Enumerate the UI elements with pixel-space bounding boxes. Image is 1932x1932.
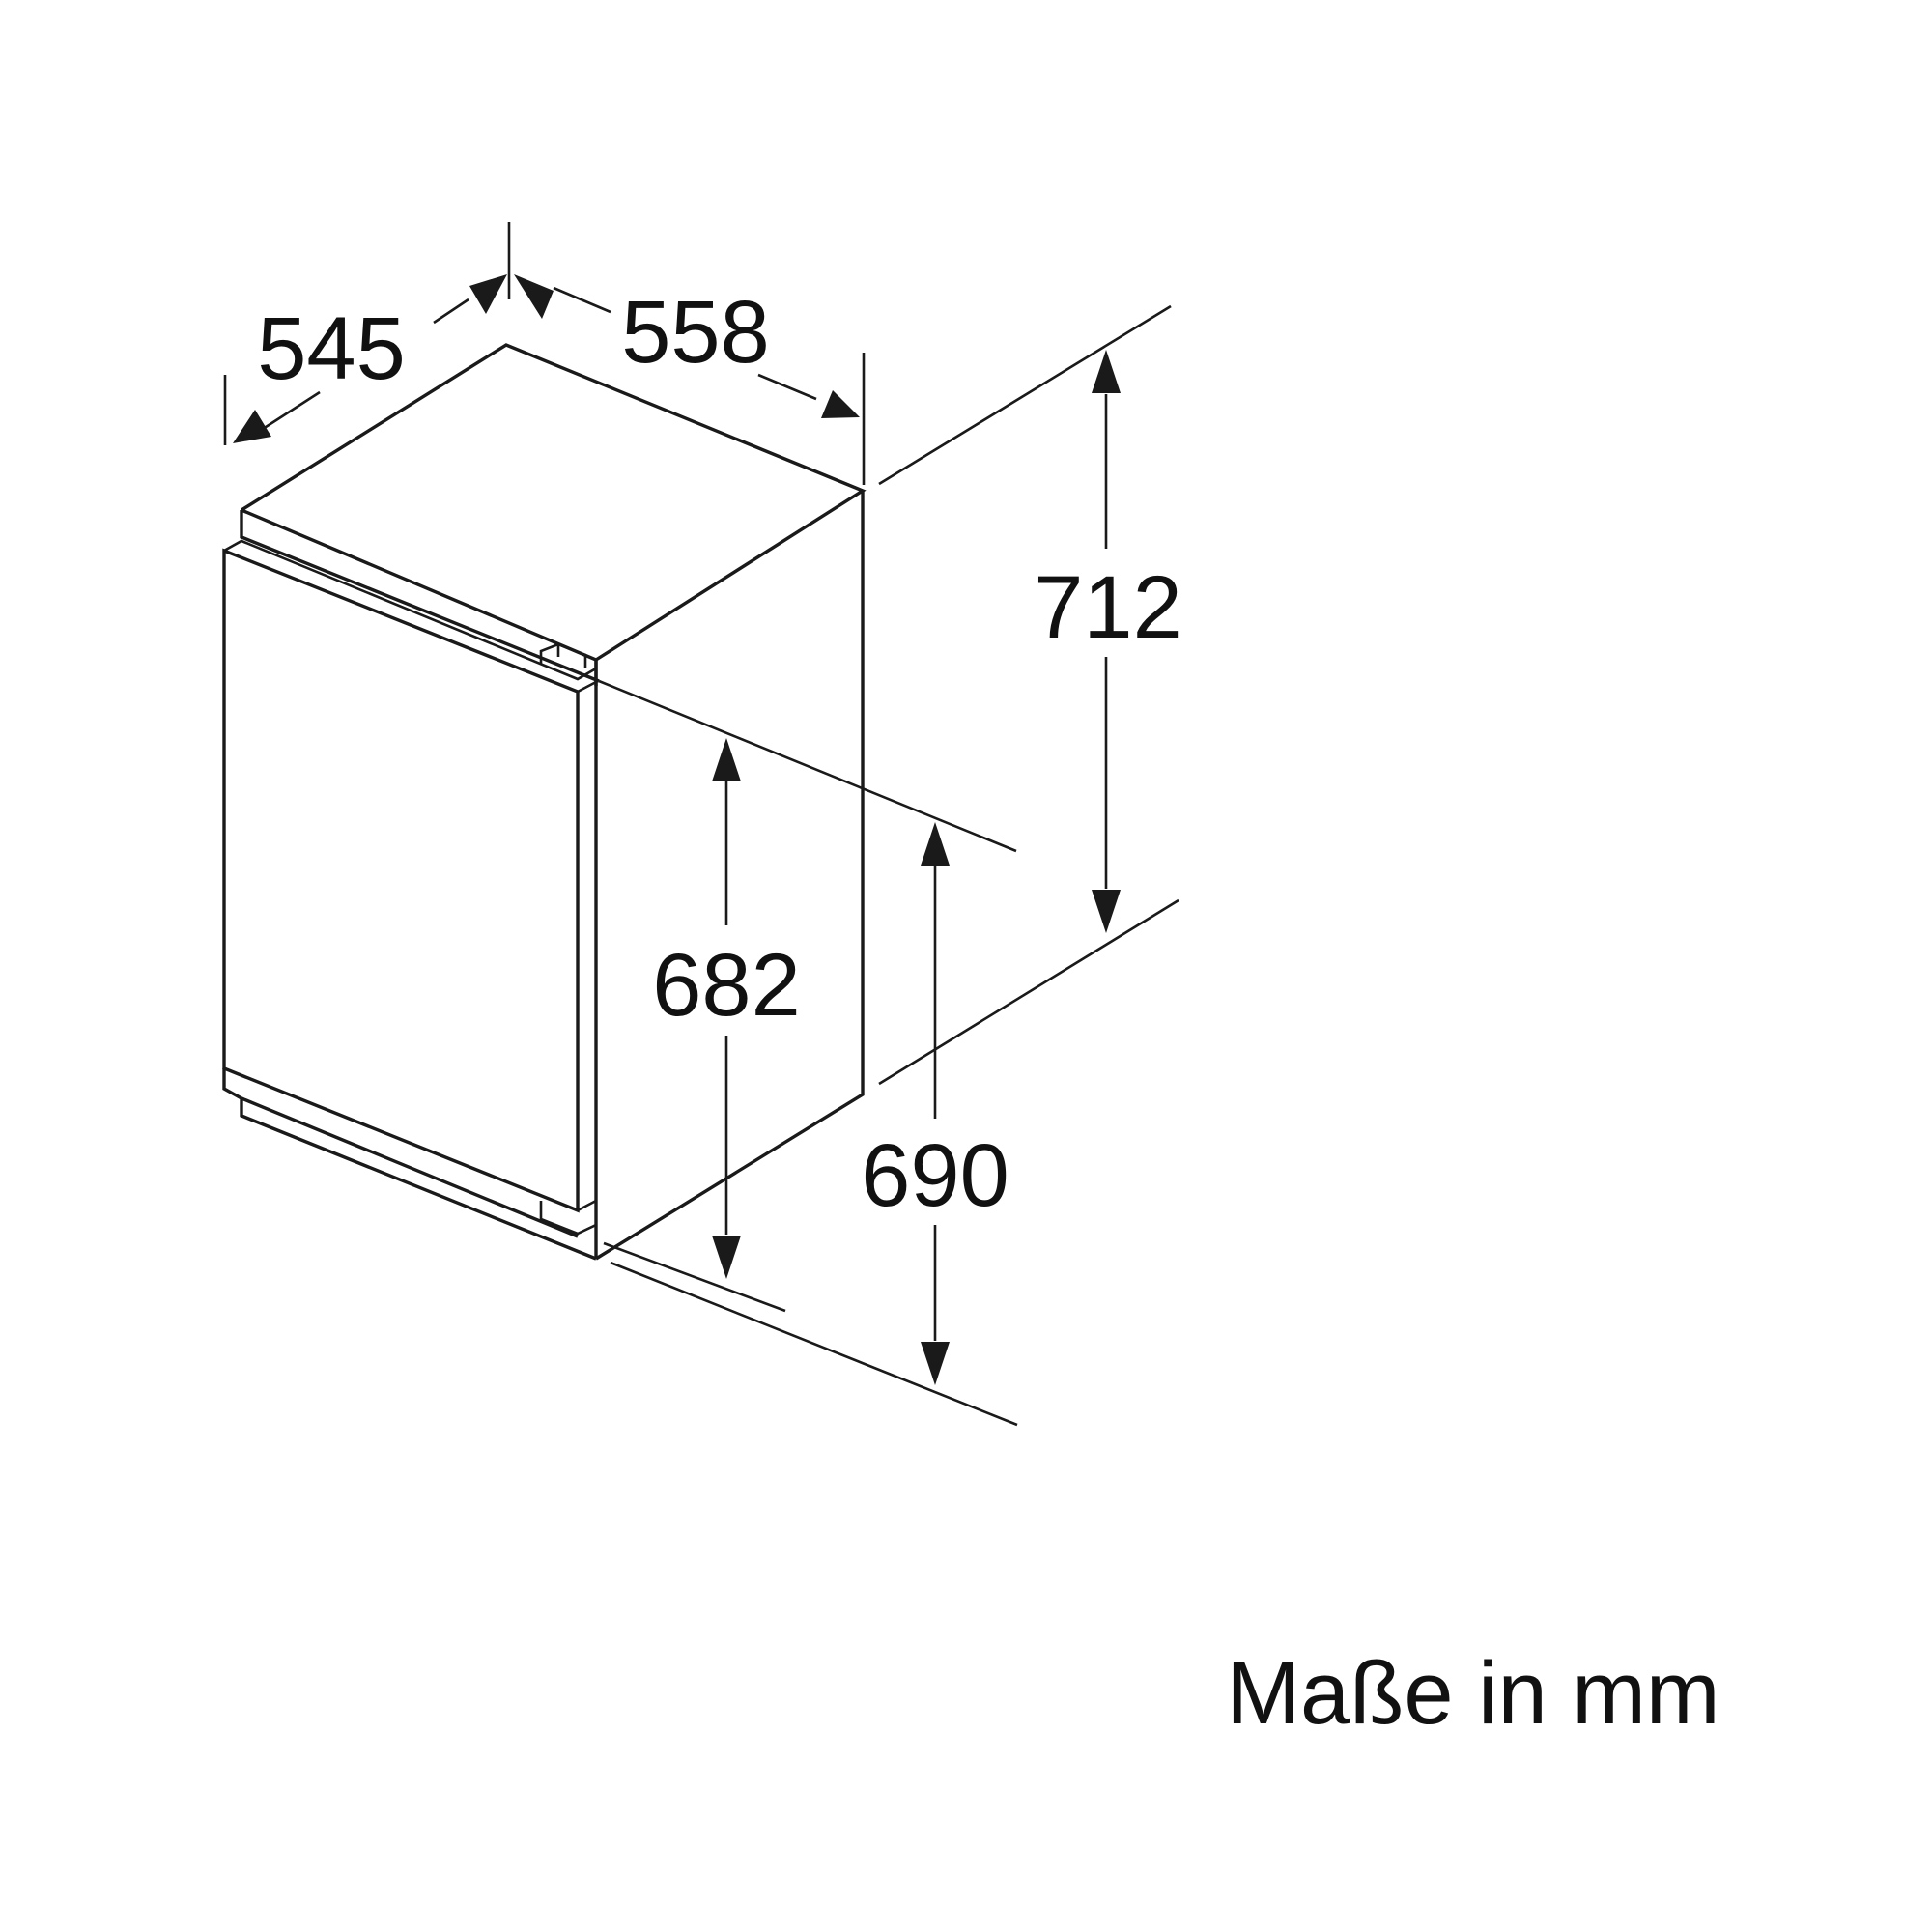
dimension-682: 682	[652, 738, 801, 1279]
dim-label-558: 558	[621, 283, 770, 382]
dim-label-682: 682	[652, 936, 801, 1035]
dimension-712: 712	[1034, 350, 1182, 933]
arrowhead	[1092, 350, 1121, 393]
extension-lines	[223, 222, 1179, 1427]
units-note: Maße in mm	[1226, 1644, 1719, 1743]
dim-label-545: 545	[257, 299, 406, 398]
arrowhead	[469, 274, 507, 314]
arrowhead	[821, 390, 860, 418]
top-band	[240, 508, 600, 686]
dimension-545: 545	[233, 274, 507, 443]
arrowhead	[514, 274, 554, 319]
door-hinge-top	[539, 642, 587, 668]
right-face	[594, 491, 865, 1261]
arrowhead	[712, 738, 741, 781]
dim-label-690: 690	[861, 1126, 1009, 1225]
arrowhead	[712, 1236, 741, 1279]
door-hinge-bottom	[539, 1201, 598, 1239]
arrowhead	[233, 410, 271, 443]
arrowhead	[921, 822, 950, 866]
dim-label-712: 712	[1034, 558, 1182, 657]
door-edge-top	[223, 539, 597, 681]
top-face	[241, 343, 867, 662]
dimension-690: 690	[861, 822, 1009, 1385]
arrowhead	[921, 1342, 950, 1385]
arrowhead	[1092, 890, 1121, 933]
door-side-strip	[577, 679, 598, 1212]
bottom-band	[222, 1068, 597, 1261]
dimension-558: 558	[514, 274, 860, 418]
appliance-outline	[222, 343, 867, 1261]
